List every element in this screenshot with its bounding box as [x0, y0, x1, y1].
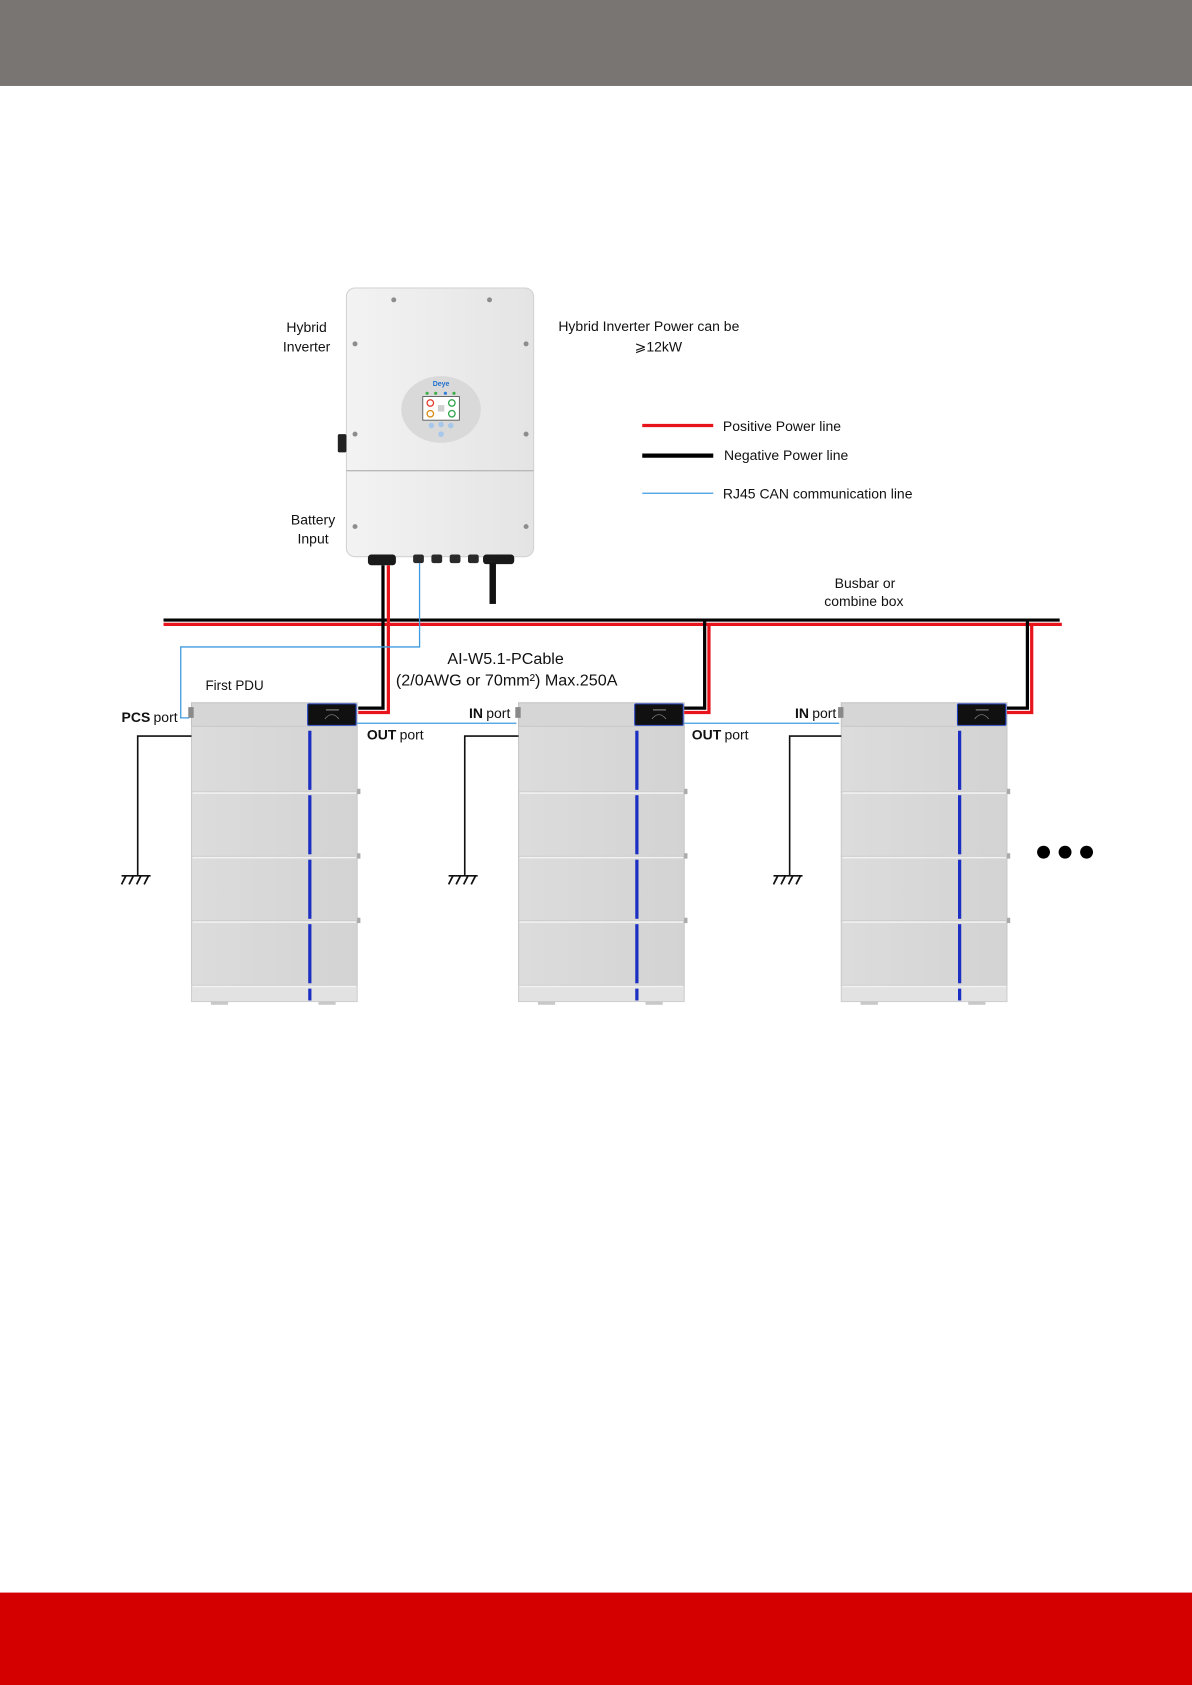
inverter-button-icon [438, 422, 444, 428]
out-port-suffix: port [400, 726, 424, 742]
battery-stack-2 [515, 703, 687, 1005]
battery-stack-3 [838, 703, 1010, 1005]
stack3-negative-cable [1007, 620, 1027, 708]
legend-negative-label: Negative Power line [724, 447, 849, 463]
battery-base [841, 985, 1007, 1001]
pcs-port-suffix: port [154, 709, 178, 725]
power-note-line2: ⩾12kW [635, 338, 683, 354]
stack2-negative-cable [684, 620, 704, 708]
in-port-name: IN [469, 705, 483, 721]
battery-input-label-line2: Input [298, 531, 329, 547]
inverter-button-icon [429, 423, 435, 429]
cable-spec-label: (2/0AWG or 70mm²) Max.250A [396, 672, 618, 690]
inverter-brand-logo: Deye [433, 381, 450, 388]
hybrid-inverter: Deye [338, 288, 534, 604]
battery-module [841, 856, 1007, 920]
legend-can-label: RJ45 CAN communication line [723, 486, 913, 502]
battery-module [191, 856, 357, 920]
ground-symbol-icon [449, 876, 478, 885]
battery-base [191, 985, 357, 1001]
battery-base [519, 985, 685, 1001]
ground-symbol-icon [122, 876, 151, 885]
in-port-name: IN [795, 705, 809, 721]
battery-input-port [368, 555, 396, 566]
ac-output-cable [489, 563, 495, 604]
ground-connection-2 [449, 736, 519, 884]
inverter-label-line2: Inverter [283, 338, 331, 354]
power-note-line1: Hybrid Inverter Power can be [558, 318, 739, 334]
inverter-label-line1: Hybrid [286, 319, 326, 335]
legend-positive-label: Positive Power line [723, 418, 841, 434]
busbar-label-line2: combine box [824, 593, 903, 609]
inverter-switch-icon [338, 434, 347, 452]
cable-name-label: AI-W5.1-PCable [447, 650, 563, 668]
inverter-button-icon [448, 423, 454, 429]
inverter-button-icon [438, 431, 444, 437]
battery-module [841, 726, 1007, 792]
battery-module [841, 921, 1007, 985]
busbar-label-line1: Busbar or [835, 575, 896, 591]
in-port-connector [838, 707, 843, 718]
in-port-connector [515, 707, 520, 718]
battery-module [191, 792, 357, 856]
ground-connection-1 [122, 736, 192, 884]
ground-symbol-icon [774, 876, 803, 885]
ground-connection-3 [774, 736, 842, 884]
battery-module [841, 792, 1007, 856]
out-port-suffix: port [724, 726, 748, 742]
continuation-dots-icon [1037, 846, 1093, 859]
header-bar [0, 0, 1192, 86]
battery-module [519, 726, 685, 792]
in-port-suffix: port [812, 705, 836, 721]
battery-module [191, 726, 357, 792]
pcs-port-name: PCS [122, 709, 151, 725]
battery-module [191, 921, 357, 985]
battery-module [519, 792, 685, 856]
battery-module [519, 921, 685, 985]
out-port-name: OUT [367, 726, 397, 742]
battery-stack-1 [188, 703, 360, 1005]
legend: Positive Power line Negative Power line … [642, 418, 912, 502]
inverter-display-panel: Deye [401, 376, 481, 443]
in-port-suffix: port [486, 705, 510, 721]
battery-module [519, 856, 685, 920]
pcs-port-connector [188, 707, 193, 718]
inverter-negative-cable [358, 565, 383, 708]
battery-input-label-line1: Battery [291, 511, 335, 527]
out-port-name: OUT [692, 726, 722, 742]
first-pdu-label: First PDU [205, 678, 263, 693]
footer-bar [0, 1593, 1192, 1685]
